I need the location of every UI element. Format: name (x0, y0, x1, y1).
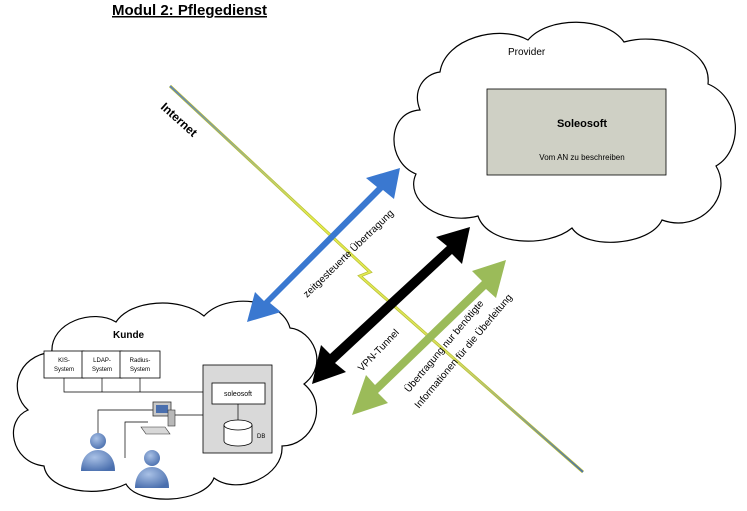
green-double-arrow (352, 260, 506, 415)
radius-system-box (119, 350, 161, 379)
soleosoft-box-title: Soleosoft (557, 118, 607, 130)
soleosoft-box-subtitle: Vom AN zu beschreiben (539, 153, 624, 162)
db-label: DB (257, 434, 265, 440)
kis-system-label-2: System (54, 367, 74, 373)
database-icon (223, 419, 253, 447)
soleosoft-app-box (211, 382, 266, 405)
ldap-system-label-1: LDAP- (93, 358, 111, 364)
radius-system-label-1: Radius- (130, 358, 151, 364)
black-double-arrow (312, 227, 470, 384)
kis-system-label-1: KIS- (58, 358, 70, 364)
internet-label: Internet (158, 100, 200, 140)
person-icon (135, 450, 169, 488)
internet-line (168, 84, 584, 474)
kis-system-box (43, 350, 85, 379)
person-icon (81, 433, 115, 471)
ldap-system-label-2: System (92, 367, 112, 373)
provider-label: Provider (508, 47, 546, 58)
soleosoft-provider-box (486, 88, 667, 176)
ldap-system-box (81, 350, 123, 379)
blue-double-arrow (247, 168, 400, 322)
page-title: Modul 2: Pflegedienst (112, 2, 267, 19)
computer-icon (140, 401, 176, 435)
radius-system-label-2: System (130, 367, 150, 373)
soleosoft-app-label: soleosoft (224, 391, 252, 398)
system-boxes: KIS- System LDAP- System Radius- System (43, 350, 161, 379)
kunde-label: Kunde (113, 330, 145, 341)
